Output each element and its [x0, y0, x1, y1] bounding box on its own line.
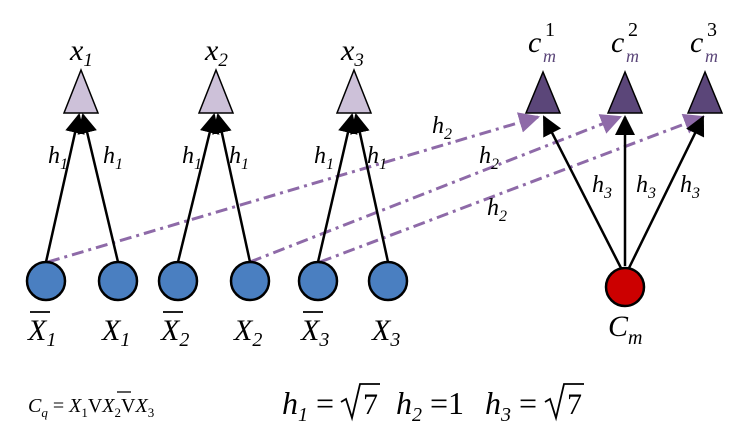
- variable-triangle-x3: [335, 67, 373, 114]
- label-x2: x2: [204, 34, 228, 71]
- label-c2-sup: 2: [628, 19, 638, 41]
- edge-x2-left: [176, 113, 220, 263]
- label-c3-sup: 3: [707, 19, 717, 41]
- label-c1-sup: 1: [545, 19, 555, 41]
- edge-cm-c1: [542, 115, 624, 271]
- weight-h3: h3 =: [485, 385, 537, 426]
- edge-label-h3: h3: [680, 172, 700, 202]
- literal-label-x3: X3: [371, 314, 400, 351]
- edge-label-h1: h1: [103, 143, 123, 173]
- edge-label-h1: h1: [48, 143, 68, 173]
- edge-label-h2: h2: [487, 195, 507, 225]
- clause-triangle-c1: [524, 70, 562, 114]
- literal-label-not-x2: X2: [160, 314, 189, 351]
- clause-node-cm: [604, 266, 646, 308]
- dashed-edge-1: [47, 112, 541, 264]
- clause-triangle-c3: [686, 70, 724, 114]
- edge-x1-right: [77, 113, 120, 263]
- clause-triangle-c2: [606, 70, 644, 114]
- weight-h3-radicand: 7: [567, 388, 582, 421]
- weight-h2: h2 =1: [396, 385, 464, 426]
- edge-label-h1: h1: [314, 143, 334, 173]
- literal-label-x2: X2: [233, 314, 262, 351]
- literal-node-not-x3: [297, 260, 339, 302]
- label-x3: x3: [340, 34, 364, 71]
- sqrt-sign: [544, 383, 584, 422]
- literal-node-not-x2: [157, 260, 199, 302]
- edge-label-h3: h3: [636, 172, 656, 202]
- clause-label-cm: Cm: [608, 310, 642, 349]
- label-c2: c: [611, 26, 624, 59]
- weight-h1: h1 =: [282, 385, 334, 426]
- edge-label-h3: h3: [592, 172, 612, 202]
- label-c3-sub: m: [705, 46, 718, 66]
- label-x1: x1: [69, 34, 93, 71]
- edge-label-h1: h1: [229, 143, 249, 173]
- literal-node-not-x1: [25, 260, 67, 302]
- variable-triangle-x1: [62, 67, 100, 114]
- literal-node-x1: [97, 260, 139, 302]
- literal-label-x1: X1: [101, 314, 130, 351]
- edge-x1-left: [44, 113, 85, 263]
- sqrt-sign: [340, 383, 380, 422]
- literal-node-x2: [229, 260, 271, 302]
- label-c2-sub: m: [626, 46, 639, 66]
- label-c1: c: [528, 26, 541, 59]
- edge-label-h2: h2: [432, 113, 452, 143]
- literal-label-not-x1: X1: [27, 314, 56, 351]
- edge-label-h1: h1: [367, 143, 387, 173]
- weight-h1-radicand: 7: [363, 388, 378, 421]
- literal-label-not-x3: X3: [300, 314, 329, 351]
- literal-node-x3: [367, 260, 409, 302]
- edge-x3-left: [316, 113, 358, 263]
- edge-label-h2: h2: [479, 143, 499, 173]
- variable-triangle-x2: [197, 67, 235, 114]
- label-c1-sub: m: [543, 46, 556, 66]
- edge-x3-right: [350, 113, 390, 263]
- clause-formula: Cq = X1VX2VX3: [28, 395, 154, 420]
- label-c3: c: [690, 26, 703, 59]
- edge-label-h1: h1: [182, 143, 202, 173]
- edge-x2-right: [212, 113, 252, 263]
- edge-cm-c3: [626, 115, 705, 271]
- dashed-edge-2: [249, 114, 622, 264]
